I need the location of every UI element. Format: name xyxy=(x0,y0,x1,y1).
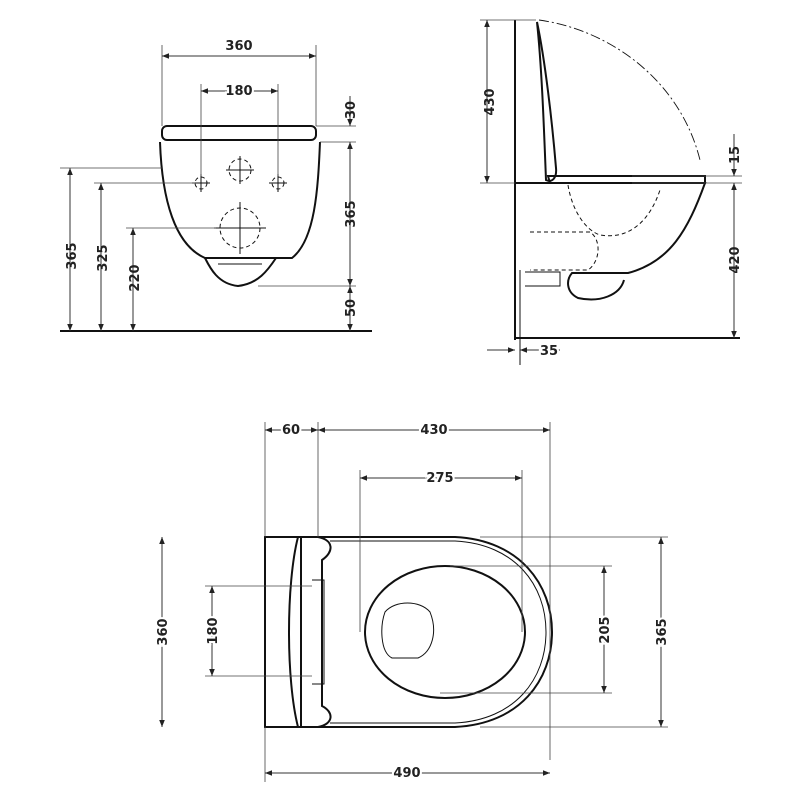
front-seat xyxy=(161,125,317,141)
dim-top-bowl-length: 430 xyxy=(420,423,447,438)
side-seat-closed xyxy=(546,175,706,184)
dim-front-inlet-spacing: 180 xyxy=(225,84,252,99)
side-spigot xyxy=(525,271,561,287)
front-outlet-hole xyxy=(214,202,266,254)
dim-front-inlet-height: 325 xyxy=(96,244,111,271)
top-view: 60 430 275 360 180 205 xyxy=(154,421,672,783)
dim-front-outlet-height: 220 xyxy=(128,264,143,291)
dim-front-bowl-height: 365 xyxy=(344,200,359,227)
top-waterway xyxy=(381,602,434,659)
dim-top-total-width: 360 xyxy=(156,618,171,645)
top-bowl-outer xyxy=(318,536,554,728)
dim-side-wall-gap: 35 xyxy=(540,344,558,359)
dim-top-frame-depth: 60 xyxy=(282,423,300,438)
side-view: 430 15 420 35 xyxy=(480,19,743,365)
dim-top-inlet-spacing: 180 xyxy=(206,617,221,644)
side-outlet-pipe xyxy=(530,231,599,271)
dim-side-rim-height: 420 xyxy=(728,246,743,273)
dim-top-total-length: 490 xyxy=(393,766,420,781)
front-outlet-spigot xyxy=(204,257,277,288)
front-fixing-hole-right xyxy=(269,174,287,192)
dim-front-bottom-gap: 50 xyxy=(344,299,359,317)
front-bowl-body xyxy=(159,141,321,259)
top-seat-hinge xyxy=(288,536,332,728)
dim-top-bowl-width: 365 xyxy=(655,618,670,645)
dim-top-opening-width: 205 xyxy=(598,616,613,643)
dim-front-seat-thickness: 30 xyxy=(344,101,359,119)
side-bowl-trap xyxy=(567,184,661,237)
dim-side-lid-height: 430 xyxy=(483,88,498,115)
front-view: 360 180 30 365 50 365 32 xyxy=(60,39,372,332)
top-hinge-plate xyxy=(312,579,325,685)
top-back-frame xyxy=(264,536,302,728)
top-seat-ring xyxy=(330,540,547,724)
side-lid-swing-arc xyxy=(538,19,701,161)
dim-side-seat-offset: 15 xyxy=(728,146,743,164)
dim-front-top-width: 360 xyxy=(225,39,252,54)
side-raised-lid xyxy=(536,21,558,182)
dim-front-height-left: 365 xyxy=(65,242,80,269)
dim-top-opening-length: 275 xyxy=(426,471,453,486)
top-bowl-opening xyxy=(364,565,526,699)
side-bowl-outer xyxy=(515,182,707,301)
front-inlet-hole xyxy=(226,156,254,184)
